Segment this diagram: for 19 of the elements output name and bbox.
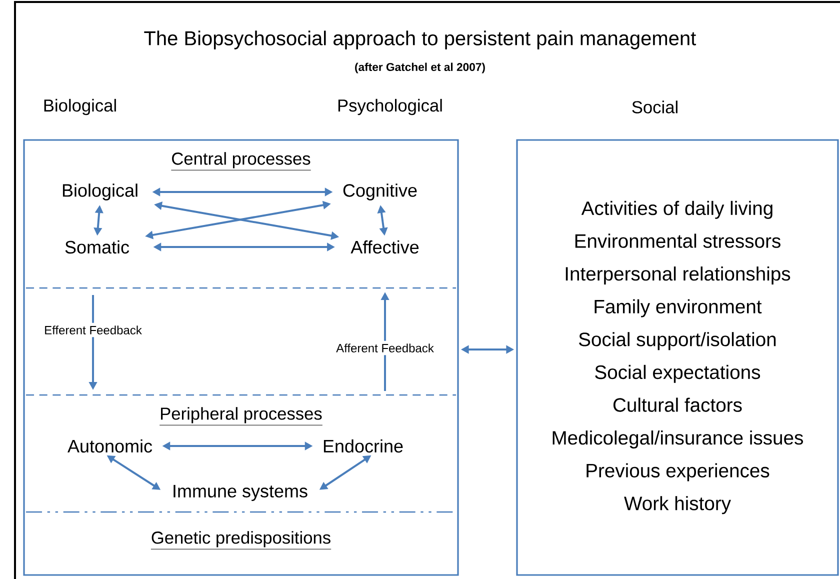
node-label: Endocrine (324, 439, 403, 453)
node-label: Biological (62, 184, 138, 200)
column-heading: Biological (44, 98, 116, 116)
node-label: Immune systems (174, 484, 308, 502)
node-label: Cognitive (343, 184, 417, 200)
arrow-label: Efferent Feedback (41, 322, 145, 338)
title: The Biopsychosocial approach to persistent pain management (144, 30, 696, 50)
arrow-label: Afferent Feedback (333, 340, 437, 356)
node-label: Affective (350, 240, 419, 254)
node-label: Somatic (65, 240, 130, 254)
column-heading: Social (632, 100, 678, 114)
section-heading: Genetic predispositions (150, 531, 332, 550)
section-heading: Peripheral processes (159, 407, 323, 426)
subtitle: (after Gatchel et al 2007) (355, 62, 485, 74)
column-heading: Psychological (338, 98, 442, 116)
list-box: Activities of daily living Environmental stressors Interpersonal relationships Family environment Social support/isolation Social expectations Cultural factors Medicolegal/insurance issues Previous experiences Work history (516, 139, 839, 576)
panel-box (23, 139, 459, 576)
section-heading: Central processes (170, 152, 312, 170)
node-label: Autonomic (68, 439, 152, 453)
